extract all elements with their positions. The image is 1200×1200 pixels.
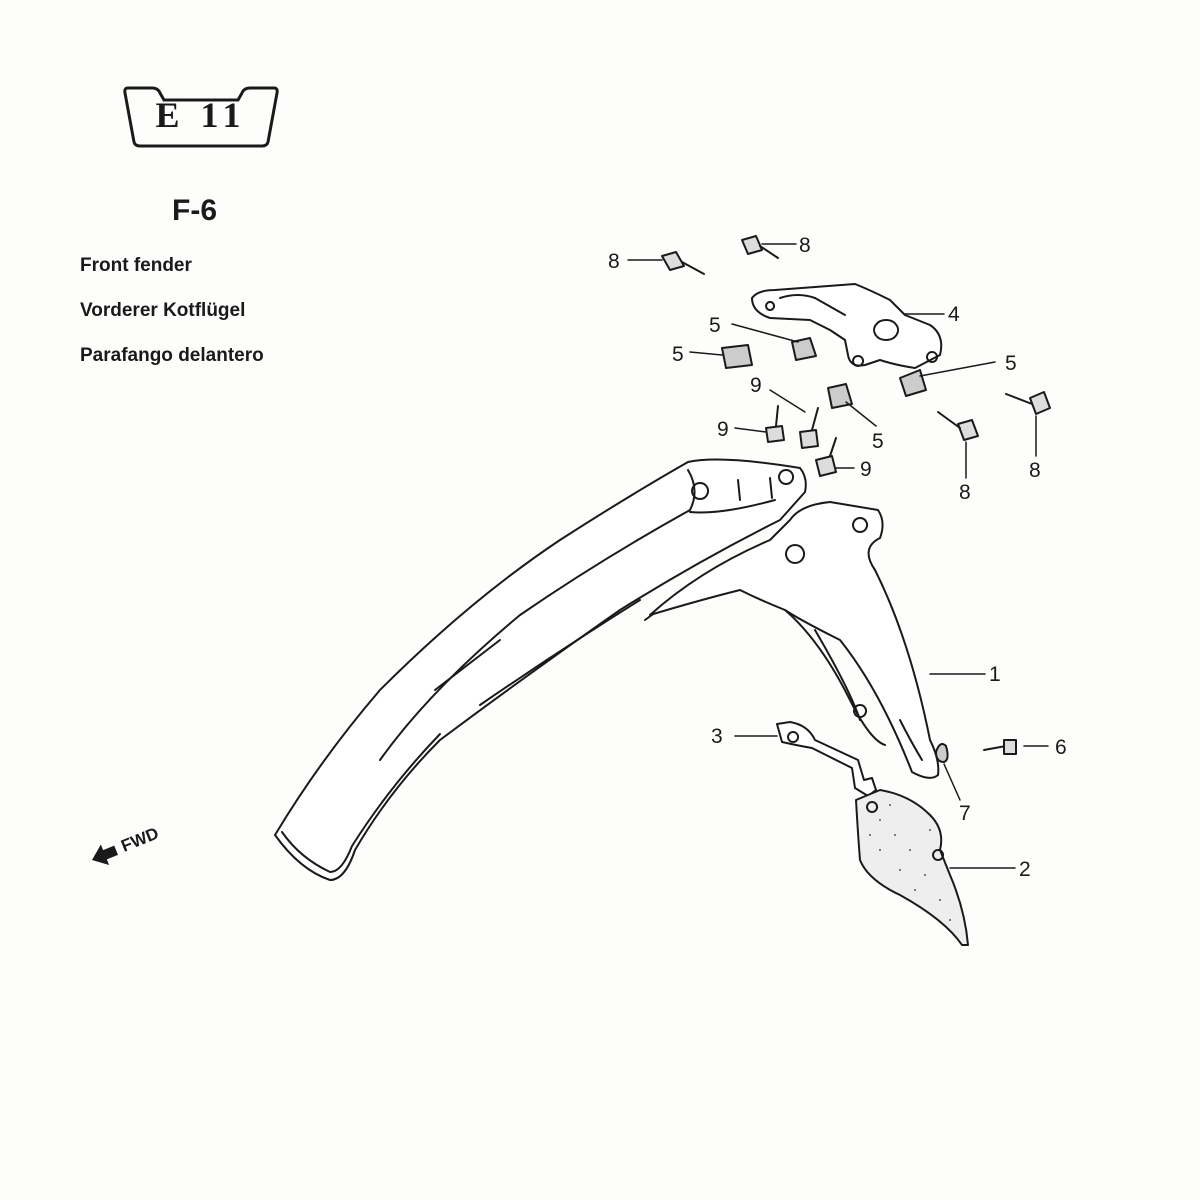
flange-bolt-part [661,235,1051,441]
callout-1: 1 [989,663,1001,686]
section-badge: E 11 [122,84,280,148]
callout-labels: 1 2 3 4 5 5 5 5 5 6 7 8 8 8 8 9 9 9 9 [608,234,1067,881]
stay-bracket-part [776,721,877,797]
callout-5d: 5 [872,430,884,453]
callout-2: 2 [1019,858,1031,881]
title-english: Front fender [80,255,192,276]
callout-8c: 8 [959,481,971,504]
callout-9a: 9 [717,418,729,441]
fwd-indicator: FWD [92,824,161,865]
title-spanish: Parafango delantero [80,345,264,366]
callout-4: 4 [948,303,960,326]
callout-5c: 5 [1005,352,1017,375]
callout-5b: 5 [672,343,684,366]
title-german: Vorderer Kotflügel [80,300,246,321]
callout-8b: 8 [799,234,811,257]
fwd-label: FWD [118,824,161,856]
callout-8a: 8 [608,250,620,273]
badge-code: E 11 [155,95,247,135]
callout-9c: 9 [860,458,872,481]
fwd-arrow-icon [92,844,118,865]
badge-frame-icon [123,86,279,148]
front-fender-part [274,458,940,881]
mud-guard-texture [869,804,951,921]
section-code: F-6 [172,194,217,227]
callout-5a: 5 [709,314,721,337]
callout-6: 6 [1055,736,1067,759]
washer-part [935,743,949,763]
callout-7: 7 [959,802,971,825]
screw-part [983,739,1017,755]
washer-bolt-part [765,405,837,477]
fender-bracket-part [751,283,943,369]
callout-9b: 9 [750,374,762,397]
callout-3: 3 [711,725,723,748]
mud-guard-part [855,789,969,946]
callout-8d: 8 [1029,459,1041,482]
leader-lines [627,243,1049,869]
